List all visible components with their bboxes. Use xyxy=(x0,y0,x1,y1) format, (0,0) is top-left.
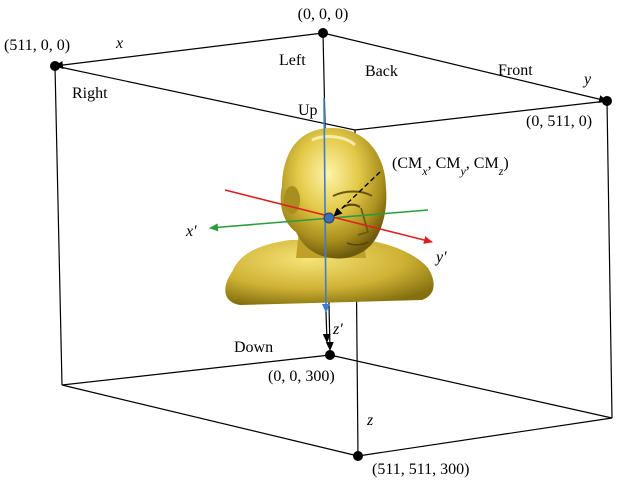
axis-label-z-prime: z′ xyxy=(332,321,343,338)
vertex-label-x-max: (511, 0, 0) xyxy=(4,37,70,54)
vertex-label-y-max: (0, 511, 0) xyxy=(526,113,592,130)
z-prime-axis-black xyxy=(322,311,331,343)
labels: (0, 0, 0) (511, 0, 0) (0, 511, 0) (0, 0,… xyxy=(4,6,592,478)
x-prime-axis xyxy=(209,209,429,232)
edge-ymax-top-front xyxy=(354,100,608,131)
edge-origin-to-ymax xyxy=(322,32,608,104)
face-label-down: Down xyxy=(234,339,273,356)
edge-ymax-vertical xyxy=(606,100,613,419)
edge-origin-to-xmax xyxy=(54,32,324,69)
vertex-z-max xyxy=(325,350,335,360)
axis-label-y: y xyxy=(582,71,592,88)
vertex-origin xyxy=(318,28,328,38)
edge-xmax-top-front xyxy=(54,65,356,131)
vertices xyxy=(50,28,612,461)
face-label-left: Left xyxy=(279,52,306,69)
vertex-x-max xyxy=(50,61,60,71)
head xyxy=(280,127,387,259)
edge-bottom-front-left xyxy=(61,384,359,457)
local-axes xyxy=(209,97,433,343)
edge-xmax-vertical xyxy=(54,65,63,386)
vertex-far-corner xyxy=(353,451,363,461)
axis-label-x-prime: x′ xyxy=(185,223,197,240)
face-label-up: Up xyxy=(298,102,318,119)
edge-bottom-front-right xyxy=(357,417,613,457)
z-prime-axis-blue xyxy=(321,97,330,313)
head-ear xyxy=(284,186,300,214)
vertex-y-max xyxy=(602,96,612,106)
face-label-back: Back xyxy=(365,63,398,80)
vertex-label-z-max: (0, 0, 300) xyxy=(268,368,335,385)
bounding-box xyxy=(54,32,613,457)
center-of-mass-point xyxy=(323,212,335,224)
head-highlight xyxy=(311,135,357,147)
head-brow xyxy=(332,190,373,197)
face-label-right: Right xyxy=(72,85,108,102)
shoulders xyxy=(225,240,434,305)
head-mouth xyxy=(346,241,369,246)
cm-pointer xyxy=(333,171,381,217)
center-of-mass-label: (CMx, CMy, CMz) xyxy=(392,155,509,178)
axis-label-y-prime: y′ xyxy=(434,249,447,266)
3d-head-model-icon xyxy=(225,127,434,305)
edge-bottom-back xyxy=(329,354,613,419)
vertex-label-far-corner: (511, 511, 300) xyxy=(372,461,469,478)
axis-label-z: z xyxy=(366,412,374,429)
vertex-label-origin: (0, 0, 0) xyxy=(298,6,349,23)
axis-label-x: x xyxy=(115,35,123,52)
edge-bottom-left xyxy=(61,354,331,386)
face-label-front: Front xyxy=(498,62,533,79)
